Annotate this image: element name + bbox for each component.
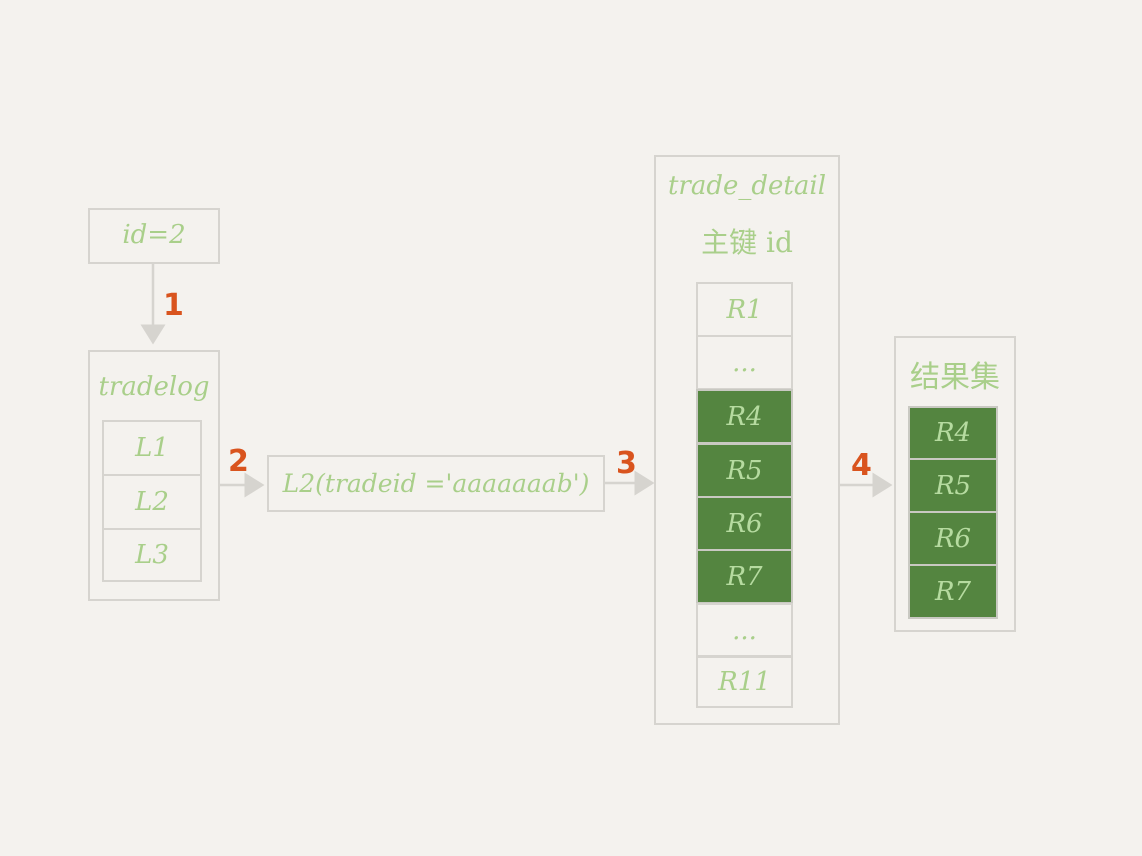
tradelog-title: tradelog: [98, 372, 210, 402]
step-number: 1: [163, 288, 184, 323]
step-number: 2: [228, 444, 249, 479]
trade-detail-subtitle: 主键 id: [701, 226, 793, 259]
trade-detail-row-match: R6: [696, 496, 793, 551]
trade-detail-title: trade_detail: [667, 171, 827, 201]
result-row: R6: [908, 511, 998, 566]
tradelog-index: tradelog: [88, 350, 220, 601]
trade-detail-row: ...: [696, 335, 793, 390]
result-row: R5: [908, 458, 998, 513]
tradelog-row: L1: [102, 420, 202, 476]
result-set: 结果集: [894, 336, 1016, 632]
trade-detail-row: R1: [696, 282, 793, 337]
tradelog-row: L2: [102, 474, 202, 530]
result-set-title: 结果集: [910, 360, 1000, 395]
query-label: id=2: [122, 220, 186, 250]
trade-detail-table: trade_detail 主键 id: [654, 155, 840, 725]
result-row: R7: [908, 564, 998, 619]
query-box: id=2: [88, 208, 220, 264]
trade-detail-row-match: R7: [696, 549, 793, 604]
trade-detail-row: R11: [696, 655, 793, 708]
condition-box: L2(tradeid ='aaaaaaab'): [267, 455, 605, 512]
trade-detail-row-match: R5: [696, 443, 793, 498]
tradelog-row: L3: [102, 528, 202, 582]
step-number: 4: [851, 448, 872, 483]
step-number: 3: [616, 446, 637, 481]
trade-detail-row-match: R4: [696, 389, 793, 444]
result-row: R4: [908, 406, 998, 460]
trade-detail-row: ...: [696, 603, 793, 658]
condition-label: L2(tradeid ='aaaaaaab'): [282, 469, 590, 498]
